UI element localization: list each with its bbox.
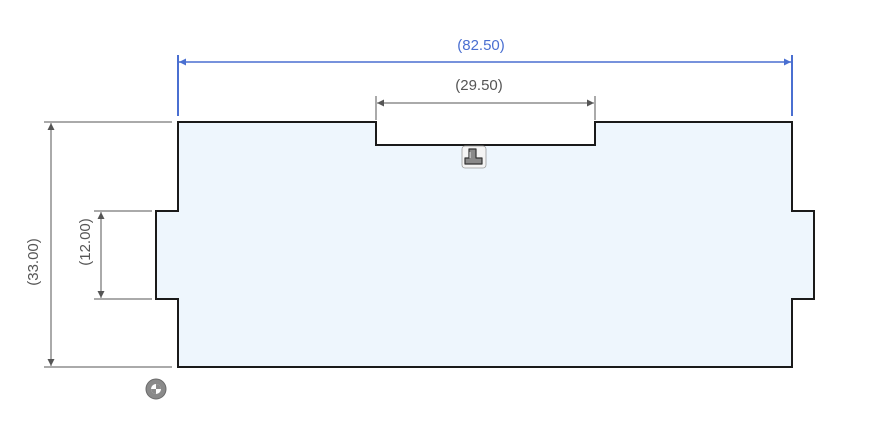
overall-height-dimension[interactable]: (33.00)	[25, 121, 172, 368]
origin-icon[interactable]	[145, 378, 167, 400]
tab-height-label[interactable]: (12.00)	[77, 218, 94, 266]
tab-height-dimension[interactable]: (12.00)	[77, 210, 152, 300]
overall-width-dimension[interactable]: (82.50)	[177, 37, 793, 116]
slot-width-dimension[interactable]: (29.50)	[375, 77, 596, 120]
horizontal-constraint-icon[interactable]	[461, 145, 487, 169]
overall-width-label[interactable]: (82.50)	[457, 37, 505, 54]
overall-height-label[interactable]: (33.00)	[25, 238, 42, 286]
sketch-profile[interactable]	[155, 121, 815, 368]
slot-width-label[interactable]: (29.50)	[455, 77, 503, 94]
